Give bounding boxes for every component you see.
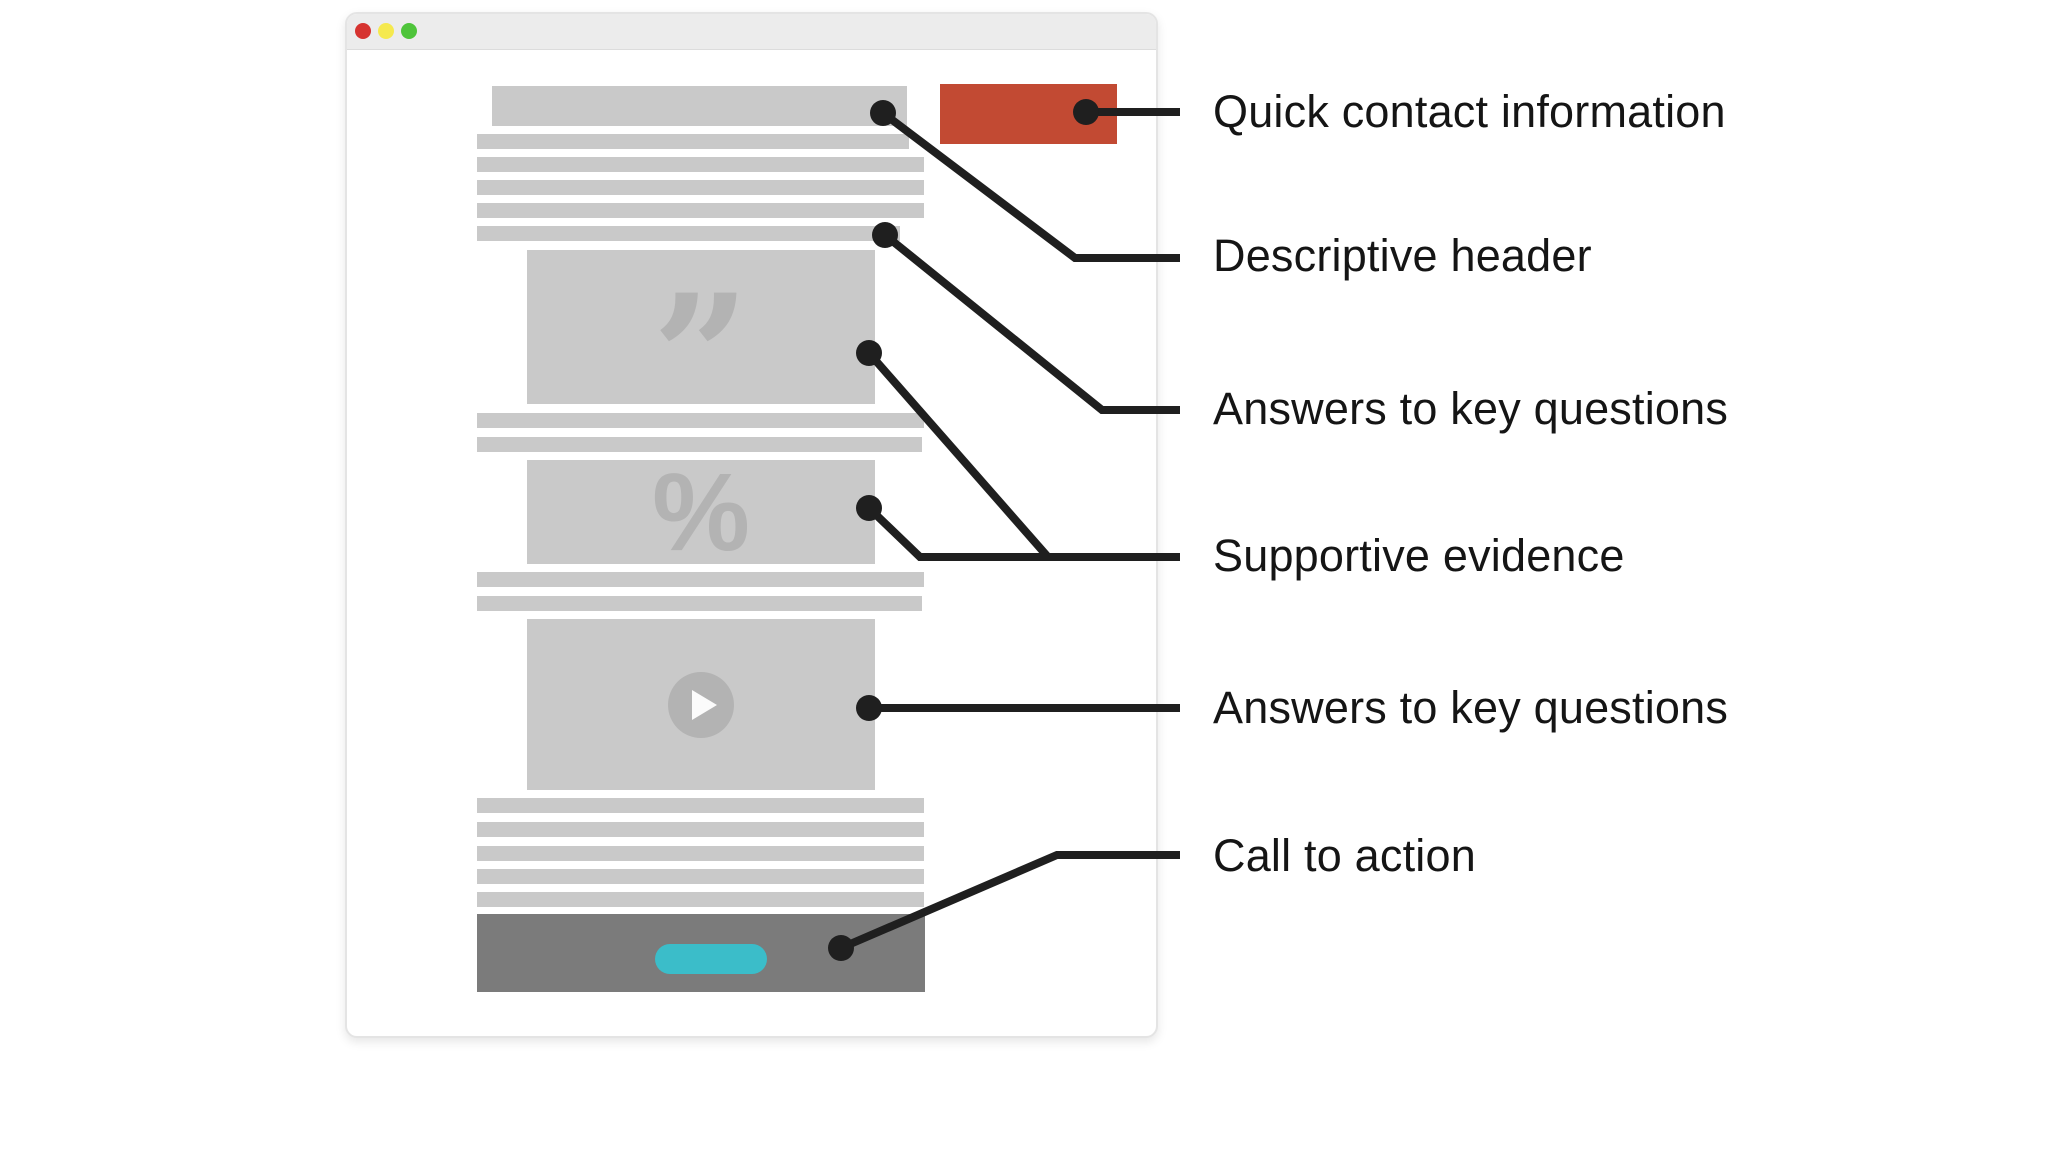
statistic-block-placeholder: % bbox=[527, 451, 875, 574]
annotation-label-supportive-evidence: Supportive evidence bbox=[1213, 530, 1625, 581]
text-line-placeholder bbox=[477, 134, 909, 149]
text-line-placeholder bbox=[477, 413, 924, 428]
play-icon bbox=[668, 671, 734, 738]
zoom-button-icon bbox=[401, 23, 417, 39]
cta-button-placeholder bbox=[655, 944, 767, 974]
browser-window: ” % bbox=[345, 12, 1158, 1038]
window-titlebar bbox=[347, 14, 1156, 50]
close-button-icon bbox=[355, 23, 371, 39]
minimize-button-icon bbox=[378, 23, 394, 39]
annotation-label-answers-1: Answers to key questions bbox=[1213, 383, 1729, 434]
text-line-placeholder bbox=[477, 203, 924, 218]
text-line-placeholder bbox=[477, 869, 924, 884]
text-line-placeholder bbox=[477, 892, 924, 907]
text-line-placeholder bbox=[477, 226, 900, 241]
text-line-placeholder bbox=[477, 180, 924, 195]
testimonial-block-placeholder: ” bbox=[527, 250, 875, 443]
text-line-placeholder bbox=[477, 822, 924, 837]
header-placeholder bbox=[492, 86, 907, 126]
annotation-label-answers-2: Answers to key questions bbox=[1213, 682, 1729, 733]
annotation-label-quick-contact: Quick contact information bbox=[1213, 86, 1726, 137]
text-line-placeholder bbox=[477, 846, 924, 861]
contact-button-placeholder bbox=[940, 84, 1117, 144]
text-line-placeholder bbox=[477, 798, 924, 813]
percent-icon: % bbox=[652, 450, 750, 574]
annotation-label-descriptive-header: Descriptive header bbox=[1213, 230, 1592, 281]
text-line-placeholder bbox=[477, 572, 924, 587]
video-block-placeholder bbox=[527, 619, 875, 790]
text-line-placeholder bbox=[477, 157, 924, 172]
annotation-label-call-to-action: Call to action bbox=[1213, 830, 1476, 881]
text-line-placeholder bbox=[477, 596, 922, 611]
text-line-placeholder bbox=[477, 437, 922, 452]
